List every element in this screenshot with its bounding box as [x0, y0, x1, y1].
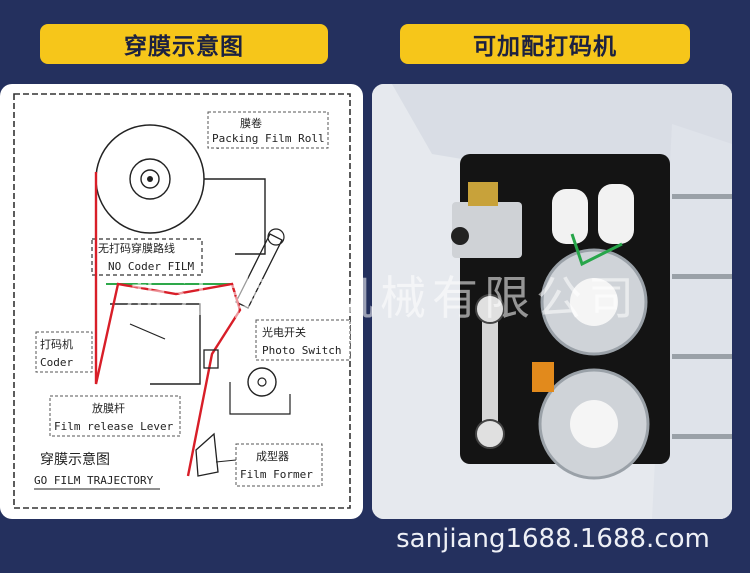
dancer-roller: [267, 228, 285, 246]
photo-switch: [203, 349, 219, 369]
coder-machine-image: [372, 84, 732, 519]
label-lever-en: Film release Lever: [54, 420, 174, 433]
label-box-film-roll: [207, 111, 329, 149]
title-pill-right: 可加配打码机: [400, 24, 690, 64]
label-box-lever: [49, 395, 181, 437]
coder-photo-panel: [372, 84, 732, 519]
label-lever-cn: 放膜杆: [92, 401, 125, 415]
diagram-panel: 膜卷 Packing Film Roll 无打码穿膜路线 NO Coder FI…: [0, 84, 363, 519]
coder-arrow: [129, 323, 166, 340]
title-pill-left: 穿膜示意图: [40, 24, 328, 64]
label-photo-en: Photo Switch: [262, 344, 341, 357]
rod-end-bottom: [475, 419, 505, 449]
diagram-title-cn: 穿膜示意图: [40, 451, 110, 468]
film-roll-center: [147, 176, 153, 182]
print-head-bracket: [468, 182, 498, 206]
roller-upper-right: [598, 184, 634, 244]
coder-film-path: [94, 172, 242, 477]
lower-roller-core: [257, 377, 267, 387]
label-former-cn: 成型器: [256, 449, 289, 463]
label-no-coder-cn: 无打码穿膜路线: [98, 241, 175, 255]
coder-body: [110, 303, 201, 385]
footer-site-url: sanjiang1688.1688.com: [396, 524, 710, 554]
diagram-title-en: GO FILM TRAJECTORY: [34, 474, 154, 487]
ribbon-spool-bottom-hub: [570, 400, 618, 448]
sensor-module: [532, 362, 554, 392]
no-coder-box: [91, 238, 203, 276]
label-box-former: [235, 443, 323, 487]
diagram-frame: [13, 93, 351, 509]
film-former: [195, 432, 219, 477]
green-belt: [570, 233, 623, 267]
lower-bracket: [229, 382, 291, 415]
label-photo-cn: 光电开关: [262, 325, 306, 339]
label-former-en: Film Former: [240, 468, 313, 481]
label-coder-cn: 打码机: [40, 337, 73, 351]
threading-diagram: 膜卷 Packing Film Roll 无打码穿膜路线 NO Coder FI…: [13, 93, 351, 509]
adjust-knob: [451, 227, 469, 245]
rod-end-top: [475, 294, 505, 324]
label-coder-en: Coder: [40, 356, 73, 369]
leader-film-former: [215, 459, 237, 463]
film-roll-shaft: [140, 169, 160, 189]
dancer-arm: [235, 233, 283, 309]
label-no-coder-en: NO Coder FILM: [108, 260, 194, 273]
label-film-roll-en: Packing Film Roll: [212, 132, 325, 145]
print-head: [452, 202, 522, 258]
label-film-roll-cn: 膜卷: [240, 116, 262, 130]
film-roll-core: [129, 158, 171, 200]
roll-bracket: [204, 178, 266, 255]
roller-upper-left: [552, 189, 588, 244]
cylinder-rod: [482, 309, 498, 429]
label-box-coder: [35, 331, 93, 373]
side-glass: [652, 124, 732, 519]
lower-roller: [247, 367, 277, 397]
label-box-photo-switch: [255, 319, 351, 361]
ribbon-spool-top-hub: [570, 278, 618, 326]
